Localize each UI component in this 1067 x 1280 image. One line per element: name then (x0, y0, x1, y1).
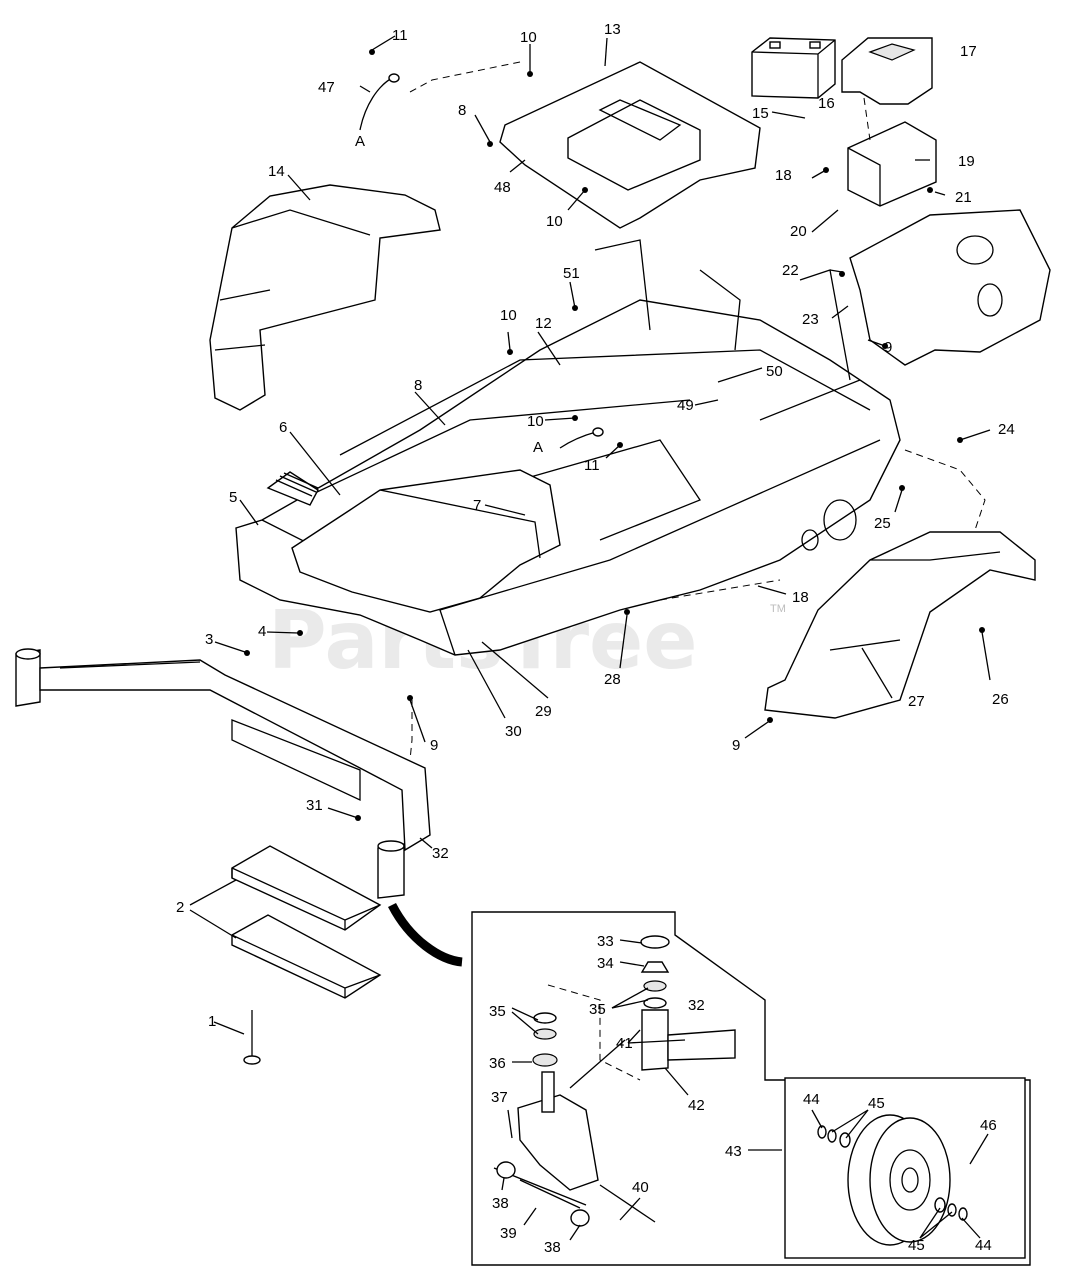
callout-4: 4 (258, 623, 266, 640)
battery (751, 37, 836, 99)
callout-39: 39 (500, 1225, 517, 1242)
callout-35-left: 35 (489, 1003, 506, 1020)
leader-lines (189, 35, 991, 1241)
seat-plate (499, 61, 761, 229)
callout-18-top: 18 (775, 167, 792, 184)
reference-a-top: A (355, 133, 365, 150)
callout-7: 7 (473, 497, 481, 514)
callout-21: 21 (955, 189, 972, 206)
callout-27: 27 (908, 693, 925, 710)
callout-41: 41 (616, 1035, 633, 1052)
callout-44-right: 44 (975, 1237, 992, 1254)
callout-34: 34 (597, 955, 614, 972)
callout-10-frame: 10 (500, 307, 517, 324)
callout-50: 50 (766, 363, 783, 380)
callout-33: 33 (597, 933, 614, 950)
callout-36: 36 (489, 1055, 506, 1072)
callout-9-rear: 9 (884, 339, 892, 356)
callout-22: 22 (782, 262, 799, 279)
callout-12: 12 (535, 315, 552, 332)
callout-32: 32 (432, 845, 449, 862)
callout-31: 31 (306, 797, 323, 814)
callout-45-bottom: 45 (908, 1237, 925, 1254)
callout-44-left: 44 (803, 1091, 820, 1108)
assembly-guide-lines (409, 61, 986, 1081)
callout-14: 14 (268, 163, 285, 180)
callout-17: 17 (960, 43, 977, 60)
callout-23: 23 (802, 311, 819, 328)
callout-20: 20 (790, 223, 807, 240)
callout-8-top: 8 (458, 102, 466, 119)
callout-30: 30 (505, 723, 522, 740)
callout-38-left: 38 (492, 1195, 509, 1212)
callout-15: 15 (752, 105, 769, 122)
callout-29: 29 (535, 703, 552, 720)
callout-51: 51 (563, 265, 580, 282)
battery-bracket (847, 121, 937, 207)
right-fender (764, 531, 1036, 719)
watermark-trademark: TM (770, 603, 786, 615)
callout-9-fender: 9 (732, 737, 740, 754)
weight-lower (231, 914, 382, 999)
callout-5: 5 (229, 489, 237, 506)
callout-19: 19 (958, 153, 975, 170)
battery-cover (841, 37, 933, 105)
callout-1: 1 (208, 1013, 216, 1030)
callout-28: 28 (604, 671, 621, 688)
callout-10-cable: 10 (527, 413, 544, 430)
callout-47: 47 (318, 79, 335, 96)
inset-arm-tube (641, 1009, 736, 1071)
callout-48: 48 (494, 179, 511, 196)
left-fender (209, 184, 441, 411)
callout-24: 24 (998, 421, 1015, 438)
callout-8-frame: 8 (414, 377, 422, 394)
callout-10-top: 10 (520, 29, 537, 46)
callout-18-frame: 18 (792, 589, 809, 606)
callout-40: 40 (632, 1179, 649, 1196)
footplate (291, 469, 561, 613)
hardware-markers (244, 49, 985, 821)
caster-arm (15, 648, 431, 899)
reference-a-frame: A (533, 439, 543, 456)
callout-11-top: 11 (392, 27, 408, 44)
callout-13: 13 (604, 21, 621, 38)
callout-43: 43 (725, 1143, 742, 1160)
weight-upper (231, 845, 382, 931)
callout-26: 26 (992, 691, 1009, 708)
callout-37: 37 (491, 1089, 508, 1106)
callout-labels: 1 2 3 4 5 6 7 8 8 9 9 9 10 10 10 10 11 1… (176, 21, 1015, 1256)
bearing-stack-right (640, 935, 670, 1009)
callout-3: 3 (205, 631, 213, 648)
callout-6: 6 (279, 419, 287, 436)
callout-11-frame: 11 (584, 457, 600, 474)
callout-25: 25 (874, 515, 891, 532)
callout-49: 49 (677, 397, 694, 414)
bolt-1 (243, 1010, 261, 1065)
callout-2: 2 (176, 899, 184, 916)
callout-10-plate: 10 (546, 213, 563, 230)
callout-45-top: 45 (868, 1095, 885, 1112)
bearing-stack-left (532, 1012, 558, 1067)
callout-42: 42 (688, 1097, 705, 1114)
rear-frame (849, 209, 1051, 366)
callout-46: 46 (980, 1117, 997, 1134)
ground-cable-lower (559, 427, 604, 449)
caster-yoke (493, 1071, 656, 1227)
callout-16: 16 (818, 95, 835, 112)
callout-35-right: 35 (589, 1001, 606, 1018)
callout-9-front: 9 (430, 737, 438, 754)
callout-32-inset: 32 (688, 997, 705, 1014)
ground-cable-upper (359, 73, 400, 131)
caster-wheel (817, 1114, 968, 1246)
pedal-spring (266, 471, 319, 506)
callout-38-right: 38 (544, 1239, 561, 1256)
